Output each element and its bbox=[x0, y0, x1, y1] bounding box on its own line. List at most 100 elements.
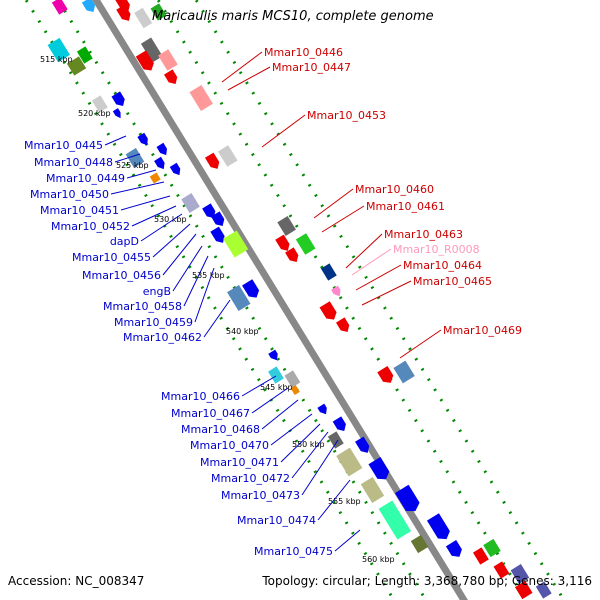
gene-block bbox=[483, 538, 501, 558]
gene-arrow bbox=[112, 108, 121, 119]
gene-arrow-shape bbox=[81, 0, 96, 12]
dotted-guide-line bbox=[24, 0, 396, 600]
gene-block-shape bbox=[66, 56, 87, 76]
gene-label-forward: Mmar10_0469 bbox=[443, 324, 522, 337]
gene-label-reverse: Mmar10_0475 bbox=[254, 545, 333, 558]
gene-label-forward: Mmar10_0465 bbox=[413, 275, 492, 288]
gene-arrow bbox=[331, 285, 341, 297]
gene-label-forward: Mmar10_0447 bbox=[272, 61, 351, 74]
gene-arrow-shape bbox=[275, 234, 290, 251]
gene-label-reverse: Mmar10_0459 bbox=[114, 316, 193, 329]
gene-arrow bbox=[202, 203, 216, 218]
gene-arrow bbox=[111, 91, 125, 106]
gene-block bbox=[66, 56, 87, 76]
gene-block bbox=[181, 193, 200, 213]
gene-block-shape bbox=[268, 366, 284, 384]
gene-block bbox=[290, 385, 300, 395]
gene-block-shape bbox=[140, 37, 163, 63]
gene-arrow bbox=[137, 132, 148, 146]
gene-arrow-shape bbox=[394, 484, 420, 512]
gene-block-shape bbox=[181, 193, 200, 213]
gene-block bbox=[217, 145, 238, 167]
gene-label-forward: Mmar10_0446 bbox=[264, 46, 343, 59]
gene-arrow bbox=[319, 301, 337, 320]
gene-arrow-shape bbox=[317, 403, 327, 415]
dotted-guide-line bbox=[194, 0, 566, 600]
accession-text: Accession: NC_008347 bbox=[8, 574, 145, 588]
gene-arrow-shape bbox=[202, 203, 216, 218]
gene-arrow-shape bbox=[164, 69, 178, 84]
leader-line bbox=[131, 205, 177, 227]
gene-block-shape bbox=[217, 145, 238, 167]
gene-block bbox=[410, 534, 429, 554]
gene-block bbox=[134, 7, 153, 29]
leader-line bbox=[261, 114, 306, 148]
gene-arrow bbox=[332, 416, 346, 431]
gene-arrow bbox=[164, 69, 178, 84]
gene-block-shape bbox=[483, 538, 501, 558]
gene-block-shape bbox=[290, 385, 300, 395]
gene-arrow-shape bbox=[156, 142, 167, 156]
gene-block-shape bbox=[295, 233, 316, 255]
gene-block bbox=[327, 431, 344, 449]
gene-label-reverse: Mmar10_0449 bbox=[46, 172, 125, 185]
gene-arrow-shape bbox=[137, 132, 148, 146]
leader-line bbox=[221, 51, 263, 83]
gene-block bbox=[268, 366, 284, 384]
gene-arrow-shape bbox=[111, 91, 125, 106]
gene-block-shape bbox=[514, 580, 533, 600]
gene-block bbox=[295, 233, 316, 255]
gene-block bbox=[223, 230, 249, 258]
gene-block bbox=[125, 148, 145, 168]
gene-arrow bbox=[368, 456, 390, 480]
gene-block bbox=[535, 581, 552, 599]
gene-label-forward: Mmar10_0453 bbox=[307, 109, 386, 122]
leader-line bbox=[104, 135, 127, 146]
gene-label-reverse: Mmar10_0470 bbox=[190, 439, 269, 452]
gene-block-shape bbox=[134, 7, 153, 29]
gene-arrow-shape bbox=[445, 540, 462, 557]
gene-label-reverse: Mmar10_0462 bbox=[123, 331, 202, 344]
leader-line bbox=[183, 255, 209, 307]
gene-arrow bbox=[285, 247, 299, 262]
gene-block bbox=[514, 580, 533, 600]
gene-arrow-shape bbox=[154, 156, 165, 170]
kbp-tick-label: 550 kbp bbox=[292, 440, 325, 449]
gene-arrow-shape bbox=[242, 279, 260, 298]
gene-arrow bbox=[355, 436, 370, 453]
gene-label-reverse: Mmar10_0473 bbox=[221, 489, 300, 502]
leader-line bbox=[355, 264, 402, 291]
gene-block bbox=[227, 284, 251, 312]
gene-block-shape bbox=[320, 263, 337, 281]
gene-label-reverse: dapD bbox=[110, 235, 139, 248]
gene-arrow-shape bbox=[112, 108, 121, 119]
dotted-guide-line bbox=[156, 0, 528, 600]
gene-block-shape bbox=[76, 46, 93, 64]
leader-line bbox=[351, 248, 392, 276]
gene-label-reverse: Mmar10_0445 bbox=[24, 139, 103, 152]
gene-block bbox=[510, 564, 530, 584]
gene-block bbox=[472, 547, 489, 565]
gene-block bbox=[393, 360, 415, 384]
gene-block-shape bbox=[493, 561, 510, 579]
gene-label-reverse: Mmar10_0466 bbox=[161, 390, 240, 403]
gene-arrow-shape bbox=[268, 349, 278, 361]
gene-block bbox=[189, 84, 213, 112]
leader-line bbox=[361, 280, 412, 306]
gene-label-reverse: Mmar10_0471 bbox=[200, 456, 279, 469]
gene-arrow bbox=[336, 317, 350, 332]
leader-line bbox=[334, 529, 361, 552]
gene-arrow bbox=[377, 366, 394, 383]
gene-label-forward: Mmar10_R0008 bbox=[393, 243, 480, 256]
gene-arrow bbox=[154, 156, 165, 170]
gene-block bbox=[336, 447, 363, 477]
gene-label-reverse: Mmar10_0456 bbox=[82, 269, 161, 282]
gene-arrow-shape bbox=[169, 162, 181, 176]
leader-line bbox=[317, 479, 351, 521]
leader-line bbox=[321, 205, 365, 233]
gene-block bbox=[158, 49, 178, 71]
leader-line bbox=[313, 188, 354, 219]
gene-arrow bbox=[116, 4, 131, 21]
